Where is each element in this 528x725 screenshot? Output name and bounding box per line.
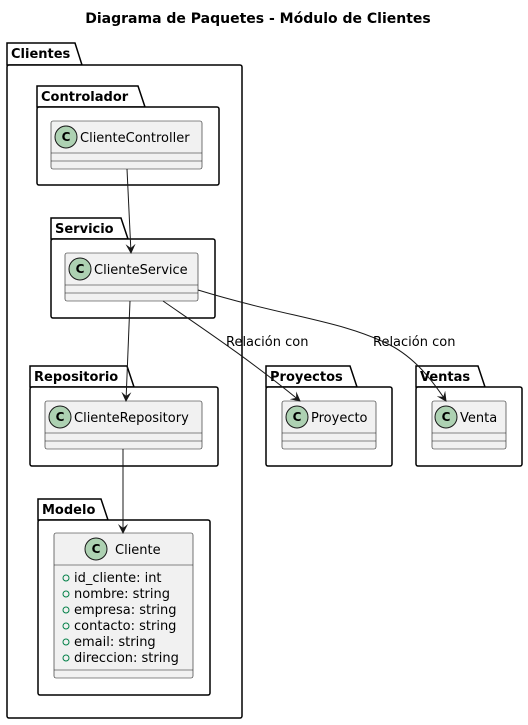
svg-text:C: C bbox=[56, 410, 65, 424]
attribute-row: id_cliente: int bbox=[62, 571, 162, 586]
package-label-repositorio: Repositorio bbox=[34, 370, 118, 385]
edge-label-proyecto: Relación con bbox=[226, 335, 308, 350]
edge-service-to-proyecto bbox=[162, 300, 301, 402]
class-name-cliente: Cliente bbox=[115, 543, 161, 558]
edge-service-to-venta bbox=[197, 289, 447, 402]
svg-text:id_cliente: int: id_cliente: int bbox=[74, 571, 162, 586]
edge-controller-to-service bbox=[125, 168, 136, 254]
class-icon: C bbox=[434, 405, 458, 429]
svg-text:C: C bbox=[293, 410, 302, 424]
class-proyecto: C Proyecto bbox=[281, 400, 377, 450]
class-cliente-controller: C ClienteController bbox=[50, 120, 203, 170]
svg-text:C: C bbox=[76, 262, 85, 276]
class-icon: C bbox=[285, 405, 309, 429]
class-icon: C bbox=[84, 537, 108, 561]
class-cliente-service: C ClienteService bbox=[64, 252, 199, 302]
package-label-servicio: Servicio bbox=[55, 222, 114, 237]
package-label-modelo: Modelo bbox=[42, 503, 95, 518]
class-venta: C Venta bbox=[431, 400, 507, 450]
diagram-title: Diagrama de Paquetes - Módulo de Cliente… bbox=[85, 11, 431, 27]
svg-text:email: string: email: string bbox=[74, 635, 156, 650]
edge-label-venta: Relación con bbox=[373, 335, 455, 350]
class-icon: C bbox=[68, 257, 92, 281]
svg-text:contacto: string: contacto: string bbox=[74, 619, 176, 634]
class-name-venta: Venta bbox=[460, 411, 497, 426]
attribute-row: nombre: string bbox=[62, 587, 170, 602]
package-label-controlador: Controlador bbox=[41, 90, 129, 105]
class-cliente: C Cliente id_cliente: int nombre: string… bbox=[53, 532, 194, 679]
svg-text:C: C bbox=[92, 542, 101, 556]
svg-text:direccion: string: direccion: string bbox=[74, 651, 179, 666]
svg-text:nombre: string: nombre: string bbox=[74, 587, 170, 602]
edge-service-to-repository bbox=[121, 300, 132, 402]
class-name-cliente-repository: ClienteRepository bbox=[74, 411, 189, 426]
package-label-ventas: Ventas bbox=[420, 370, 470, 385]
package-label-proyectos: Proyectos bbox=[270, 370, 343, 385]
class-name-proyecto: Proyecto bbox=[311, 411, 368, 426]
svg-text:C: C bbox=[62, 130, 71, 144]
class-icon: C bbox=[54, 125, 78, 149]
package-label-clientes: Clientes bbox=[11, 47, 71, 62]
svg-text:C: C bbox=[442, 410, 451, 424]
class-icon: C bbox=[48, 405, 72, 429]
attribute-row: email: string bbox=[62, 635, 156, 650]
class-name-cliente-controller: ClienteController bbox=[80, 131, 190, 146]
svg-text:empresa: string: empresa: string bbox=[74, 603, 177, 618]
attribute-row: contacto: string bbox=[62, 619, 176, 634]
attribute-row: direccion: string bbox=[62, 651, 179, 666]
class-name-cliente-service: ClienteService bbox=[94, 263, 188, 278]
attribute-row: empresa: string bbox=[62, 603, 177, 618]
class-cliente-repository: C ClienteRepository bbox=[44, 400, 203, 450]
